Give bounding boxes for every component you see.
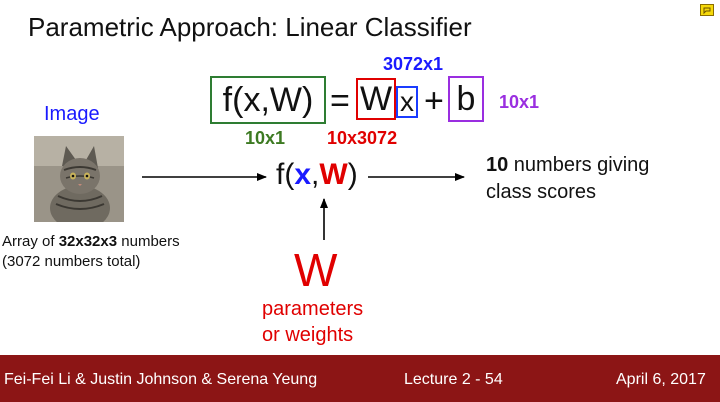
plus-sign: + bbox=[424, 82, 444, 120]
footer-authors: Fei-Fei Li & Justin Johnson & Serena Yeu… bbox=[4, 371, 318, 388]
footer-lecture: Lecture 2 - 54 bbox=[404, 371, 503, 388]
f-dimension: 10x1 bbox=[245, 128, 286, 148]
slide-footer: Fei-Fei Li & Justin Johnson & Serena Yeu… bbox=[0, 355, 720, 402]
input-description: Array of 32x32x3 numbers (3072 numbers t… bbox=[2, 233, 180, 270]
output-description: 10 numbers giving class scores bbox=[486, 154, 650, 203]
image-label: Image bbox=[44, 103, 100, 125]
f-box: f(x,W) bbox=[210, 76, 326, 124]
cat-photo bbox=[34, 136, 124, 222]
footer-date: April 6, 2017 bbox=[616, 371, 706, 388]
b-dimension: 10x1 bbox=[499, 92, 540, 112]
comment-icon[interactable] bbox=[700, 4, 714, 16]
w-dimension: 10x3072 bbox=[327, 128, 398, 148]
equals-sign: = bbox=[330, 82, 350, 120]
w-box: W bbox=[356, 78, 396, 120]
slide-title: Parametric Approach: Linear Classifier bbox=[28, 12, 472, 42]
b-box: b bbox=[448, 76, 484, 122]
weights-description: parameters or weights bbox=[262, 298, 364, 346]
x-dimension: 3072x1 bbox=[383, 54, 444, 74]
x-box: x bbox=[396, 86, 418, 118]
weights-symbol: W bbox=[294, 244, 338, 296]
function-expression: f(x,W) bbox=[276, 158, 358, 191]
